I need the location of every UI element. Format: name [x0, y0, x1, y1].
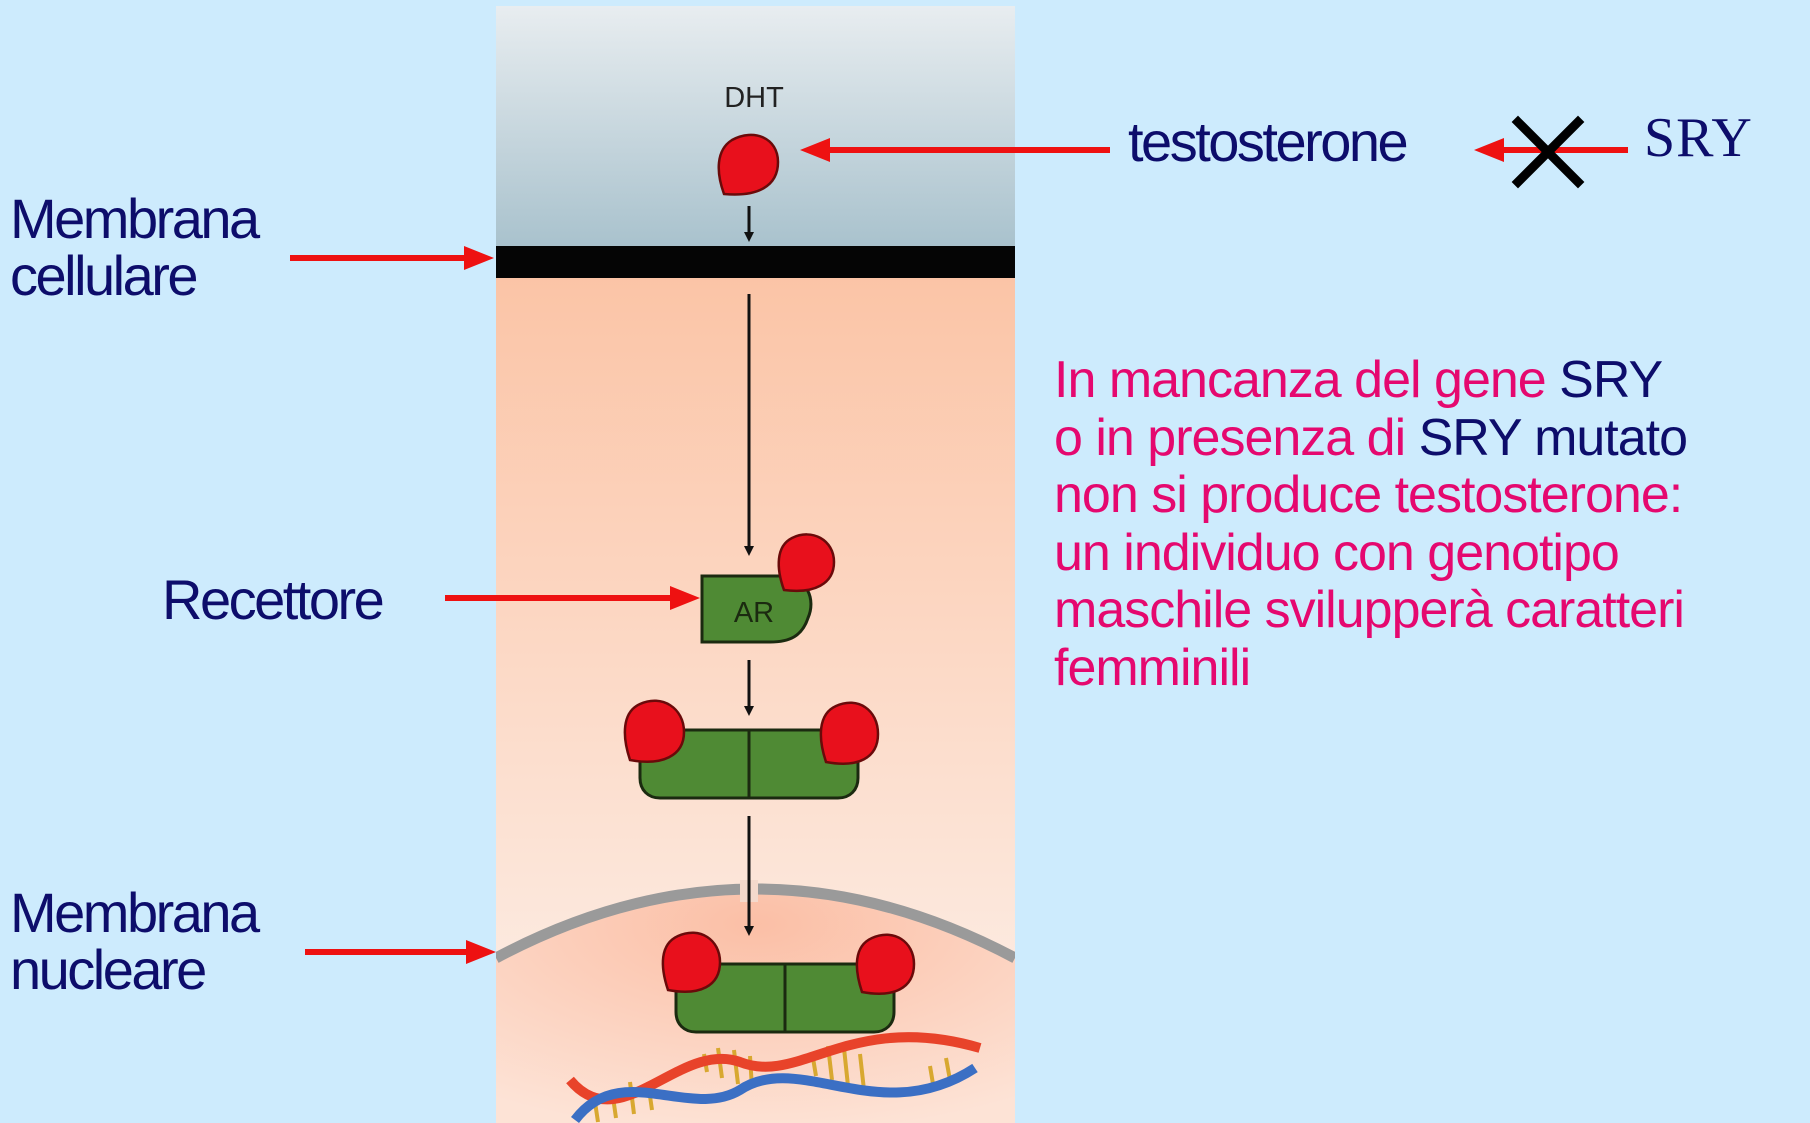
nuclear-hormone-right	[855, 933, 916, 995]
testosterone-label: testosterone	[1128, 110, 1409, 173]
explanation-line-2: o in presenza di SRY mutato	[1054, 408, 1810, 468]
receptor-pointer-arrow	[445, 586, 700, 610]
explanation-line-4: un individuo con genotipo	[1054, 523, 1620, 582]
explanation-sry-1: SRY	[1559, 351, 1663, 409]
nuclear-membrane-label-line2: nucleare	[10, 938, 207, 1001]
explanation-line-6: femminili	[1054, 638, 1251, 697]
dna-helix	[566, 1032, 982, 1123]
dht-label: DHT	[724, 82, 784, 114]
nuclear-hormone-left	[661, 931, 722, 993]
explanation-paragraph: In mancanza del gene SRY o in presenza d…	[1054, 351, 1810, 697]
nuclear-membrane-pointer-arrow	[305, 940, 496, 964]
blocked-cross-icon	[1511, 115, 1585, 189]
dimer-hormone-right	[819, 701, 880, 765]
explanation-line-2a: o in presenza di	[1054, 408, 1419, 467]
ar-bound-hormone	[777, 533, 836, 593]
cell-membrane-label-line1: Membrana	[10, 187, 260, 250]
cell-membrane-pointer-arrow	[290, 246, 494, 270]
cell-membrane	[496, 246, 1015, 278]
nuclear-membrane-label: Membrana nucleare	[10, 881, 260, 1001]
cell-membrane-label-line2: cellulare	[10, 244, 199, 307]
explanation-line-1: In mancanza del gene SRY	[1054, 351, 1810, 410]
cell-membrane-label: Membrana cellulare	[10, 187, 260, 307]
testosterone-to-dht-arrow	[800, 138, 1110, 162]
ar-label: AR	[734, 597, 774, 629]
explanation-line-5: maschile svilupperà caratteri	[1054, 581, 1685, 639]
extracellular-space	[496, 6, 1015, 246]
explanation-line-3: non si produce testosterone:	[1054, 466, 1683, 524]
sry-to-testosterone-arrow	[1474, 138, 1628, 162]
explanation-line-1a: In mancanza del gene	[1054, 351, 1560, 409]
dht-molecule	[717, 133, 780, 196]
nuclear-membrane-label-line1: Membrana	[10, 881, 260, 944]
dimer-hormone-left	[623, 699, 686, 763]
explanation-sry-2: SRY mutato	[1418, 408, 1688, 467]
receptor-label: Recettore	[162, 568, 385, 631]
sry-label: SRY	[1644, 107, 1753, 169]
